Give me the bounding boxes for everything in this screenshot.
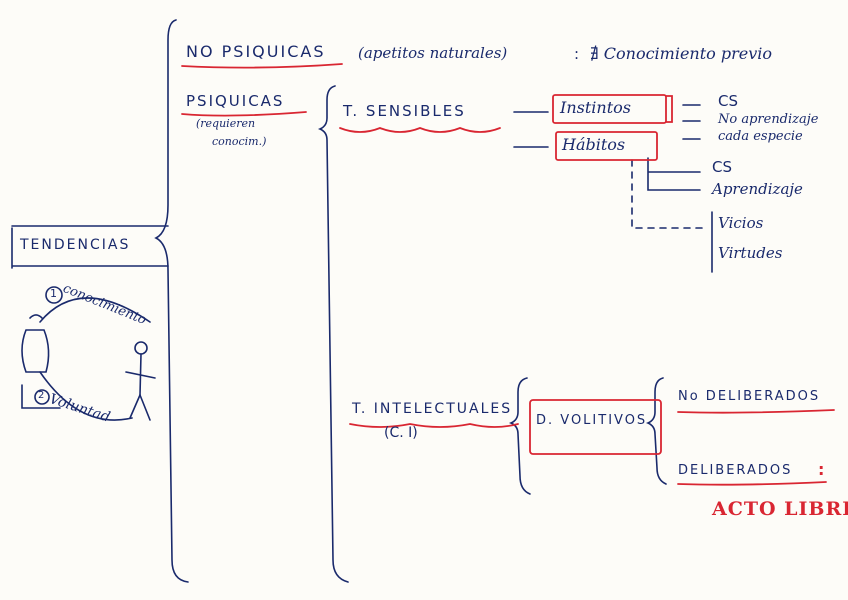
psiquicas-note-1: (requieren xyxy=(196,117,256,130)
deliberados-label: DELIBERADOS xyxy=(678,463,793,478)
tendencias-box xyxy=(11,225,169,269)
psiquicas-brace xyxy=(317,85,349,583)
intelectuales-abbr: (C. I) xyxy=(384,425,418,441)
no-psiquicas-separator: : xyxy=(574,45,580,63)
main-brace xyxy=(154,19,189,583)
deliberados-brace xyxy=(645,377,667,485)
volitivos-label: D. VOLITIVOS xyxy=(536,413,648,428)
deliberados-colon: : xyxy=(818,460,825,479)
volitivos-brace xyxy=(508,377,531,495)
acto-libre: ACTO LIBRE xyxy=(712,498,848,520)
no-deliberados-label: No DELIBERADOS xyxy=(678,389,821,404)
cycle-arc xyxy=(39,297,151,323)
sensibles-label: T. SENSIBLES xyxy=(343,102,466,120)
psiquicas-title: PSIQUICAS xyxy=(186,92,285,110)
instintos-note-cs: CS xyxy=(718,92,738,110)
habitos-label: Hábitos xyxy=(562,135,626,154)
no-psiquicas-title: NO PSIQUICAS xyxy=(186,42,326,61)
instintos-note-especie: cada especie xyxy=(718,129,803,144)
tendencias-label: TENDENCIAS xyxy=(20,237,131,253)
step-1-number: 1 xyxy=(50,287,57,300)
intelectuales-label: T. INTELECTUALES xyxy=(352,401,513,417)
step-2-number: 2 xyxy=(38,390,45,401)
no-psiquicas-note: (apetitos naturales) xyxy=(358,44,508,62)
conocimiento-previo: ∄ Conocimiento previo xyxy=(590,44,773,63)
instintos-note-aprendizaje: No aprendizaje xyxy=(718,112,819,127)
habitos-note-aprendizaje: Aprendizaje xyxy=(712,180,803,198)
instintos-label: Instintos xyxy=(560,98,631,117)
habitos-vicios: Vicios xyxy=(718,214,764,232)
habitos-note-cs: CS xyxy=(712,158,732,176)
habitos-virtudes: Virtudes xyxy=(718,244,783,262)
psiquicas-note-2: conocim.) xyxy=(212,135,267,148)
